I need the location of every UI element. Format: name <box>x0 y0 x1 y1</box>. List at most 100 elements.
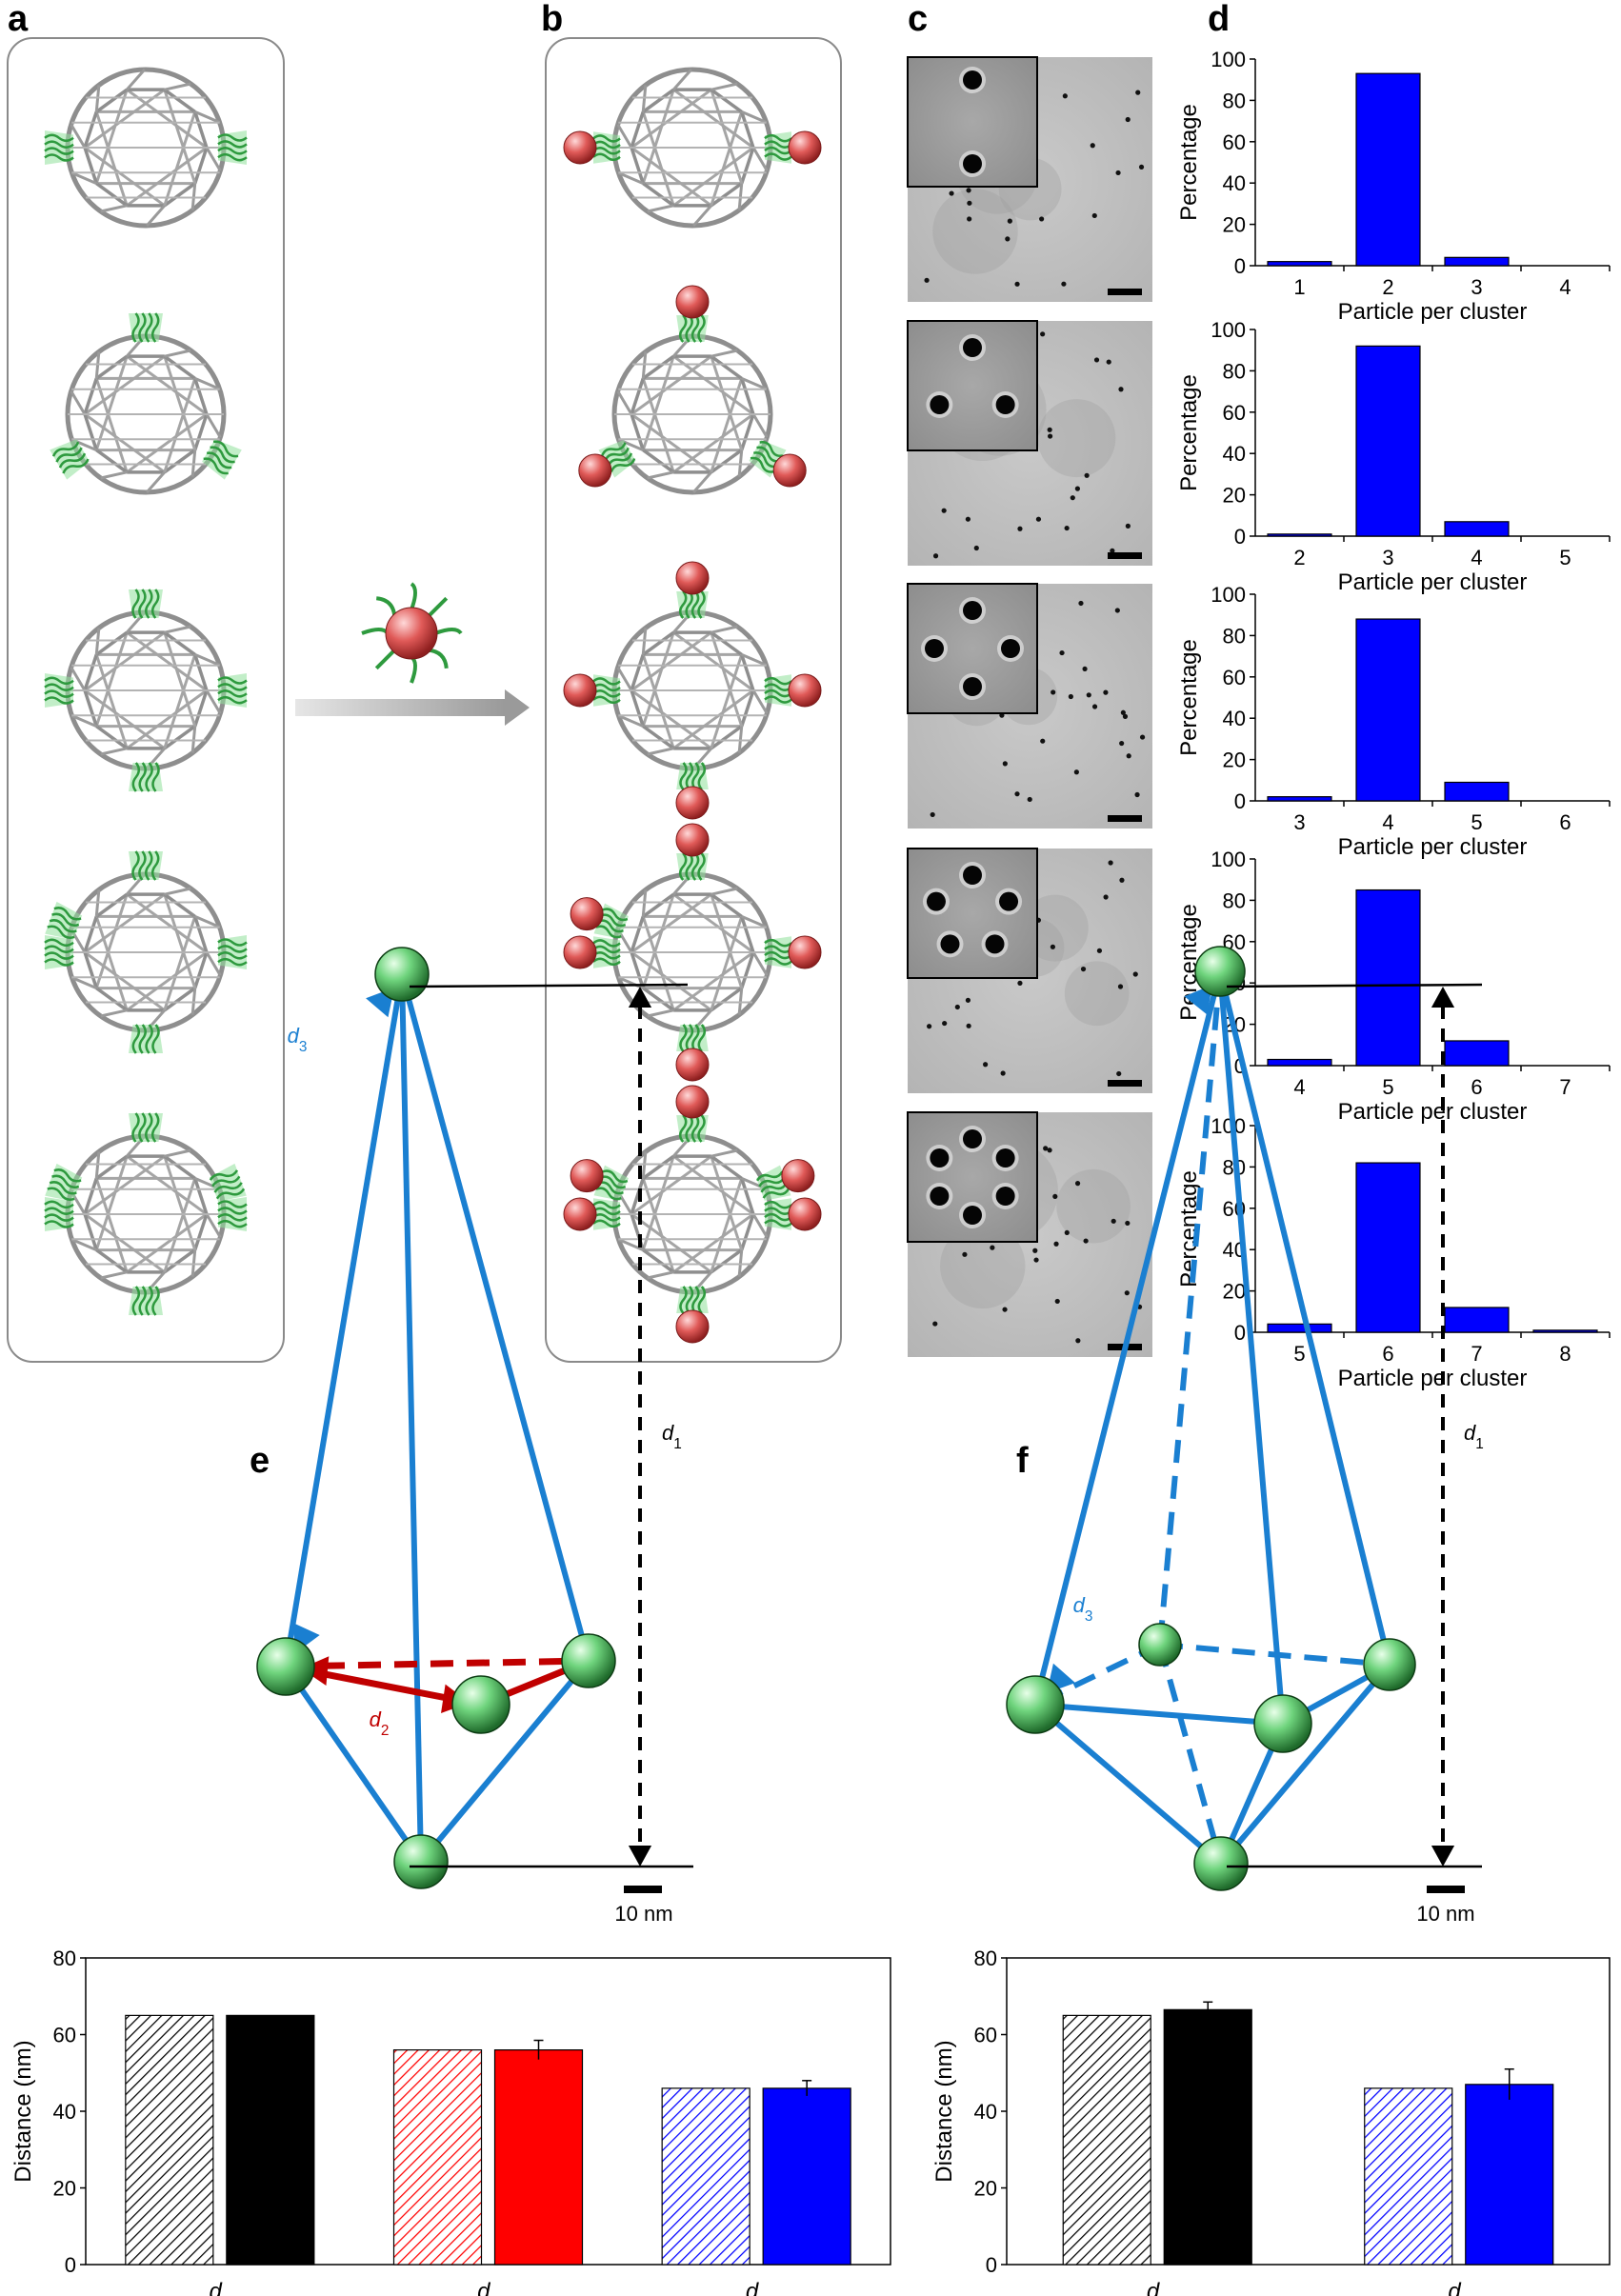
dna-handle-icon <box>764 131 792 164</box>
d3-label: d3 <box>288 1024 308 1055</box>
edge <box>1033 1702 1223 1867</box>
y-tick-label: 20 <box>974 2177 997 2201</box>
histogram-bar <box>1355 618 1421 802</box>
tem-image <box>907 848 1152 1093</box>
y-tick-label: 0 <box>986 2253 997 2277</box>
y-tick-label: 20 <box>1223 1280 1246 1304</box>
x-axis-title: Particle per cluster <box>1338 1366 1528 1391</box>
dna-handle-icon <box>44 935 74 969</box>
gold-nanoparticle-icon <box>563 1197 597 1231</box>
gold-nanoparticle-icon <box>563 935 597 969</box>
dna-handle-icon <box>676 1286 709 1314</box>
dna-cage-icon <box>611 609 773 771</box>
measured-bar <box>226 2014 315 2266</box>
y-tick-label: 100 <box>1211 48 1246 71</box>
edge <box>1217 970 1286 1725</box>
dna-handle-icon <box>592 1198 621 1230</box>
y-tick-label: 20 <box>1223 749 1246 772</box>
dna-handle-icon <box>129 1112 163 1143</box>
y-tick-label: 100 <box>1211 318 1246 342</box>
panel-label-c: c <box>908 0 928 39</box>
x-tick-label: d1 <box>209 2279 230 2296</box>
dna-handle-icon <box>676 314 709 343</box>
histogram-bar <box>1267 1323 1332 1333</box>
particle-sphere-icon <box>256 1637 315 1696</box>
x-axis-title: Particle per cluster <box>1338 299 1528 325</box>
y-tick-label: 40 <box>974 2100 997 2124</box>
y-tick-label: 60 <box>1223 401 1246 425</box>
tem-image <box>907 583 1152 829</box>
gold-nanoparticle-icon <box>570 1159 604 1193</box>
tem-image <box>907 320 1152 566</box>
y-tick-label: 20 <box>1223 213 1246 237</box>
dna-cage-icon <box>611 333 773 495</box>
x-tick-label: 4 <box>1293 1075 1305 1099</box>
histogram-bar <box>1444 781 1510 802</box>
gold-nanoparticle-icon <box>563 130 597 165</box>
particle-sphere-icon <box>1138 1623 1182 1667</box>
edge <box>283 1665 424 1864</box>
d1-label: d1 <box>1464 1421 1484 1452</box>
gold-nanoparticle-icon <box>675 823 710 857</box>
cages-a <box>44 67 248 1316</box>
d2-label: d2 <box>370 1707 390 1739</box>
gold-nanoparticle-icon <box>788 130 822 165</box>
dna-cage-icon <box>65 609 227 771</box>
designed-bar <box>1364 2087 1453 2266</box>
gold-nanoparticle-icon <box>675 1309 710 1344</box>
cages-b <box>563 67 822 1344</box>
arrowhead <box>301 1656 330 1686</box>
gold-nanoparticle-icon <box>675 1048 710 1082</box>
dna-handle-icon <box>217 935 248 969</box>
dna-handle-icon <box>764 936 792 968</box>
x-tick-label: d2 <box>477 2279 499 2296</box>
dna-cage-icon <box>611 1133 773 1295</box>
arrowhead <box>628 987 652 1008</box>
reference-line <box>1226 983 1483 988</box>
gold-nanoparticle-icon <box>788 673 822 708</box>
x-tick-label: 7 <box>1471 1342 1482 1366</box>
y-tick-label: 20 <box>53 2177 76 2201</box>
edge <box>1217 970 1392 1666</box>
dna-cage-icon <box>65 1133 227 1295</box>
designed-bar <box>661 2087 750 2266</box>
y-tick-label: 80 <box>1223 89 1246 112</box>
scale-bar <box>1427 1886 1465 1893</box>
dna-handle-icon <box>764 1198 792 1230</box>
gold-nanoparticle-icon <box>675 1085 710 1119</box>
particle-sphere-icon <box>374 947 430 1002</box>
histogram-bar <box>1444 521 1510 537</box>
x-tick-label: 8 <box>1559 1342 1571 1366</box>
edge <box>285 1657 590 1670</box>
y-tick-label: 0 <box>1234 1321 1246 1345</box>
y-tick-label: 100 <box>1211 1114 1246 1138</box>
y-axis-title: Distance (nm) <box>931 2040 957 2182</box>
histogram-bar <box>1267 533 1332 537</box>
x-tick-label: 3 <box>1471 275 1482 299</box>
panel-label-b: b <box>541 0 563 39</box>
ligand-coated-particle-icon <box>361 582 463 684</box>
histogram-bar <box>1355 345 1421 537</box>
y-tick-label: 60 <box>974 2024 997 2047</box>
x-tick-label: 5 <box>1471 810 1482 834</box>
measured-bar <box>1163 2008 1252 2266</box>
y-tick-label: 60 <box>1223 666 1246 689</box>
scale-bar <box>1108 815 1142 822</box>
x-tick-label: 3 <box>1293 810 1305 834</box>
x-tick-label: 4 <box>1559 275 1571 299</box>
dna-handle-icon <box>676 762 709 790</box>
y-tick-label: 40 <box>1223 171 1246 195</box>
panel-label-f: f <box>1016 1441 1029 1481</box>
x-axis-title: Particle per cluster <box>1338 569 1528 595</box>
y-tick-label: 80 <box>974 1947 997 1970</box>
x-tick-label: 5 <box>1382 1075 1393 1099</box>
gold-nanoparticle-icon <box>788 1197 822 1231</box>
edge <box>1218 1663 1392 1866</box>
dna-handle-icon <box>129 589 163 619</box>
x-tick-label: 5 <box>1293 1342 1305 1366</box>
arrowhead <box>628 1846 652 1867</box>
